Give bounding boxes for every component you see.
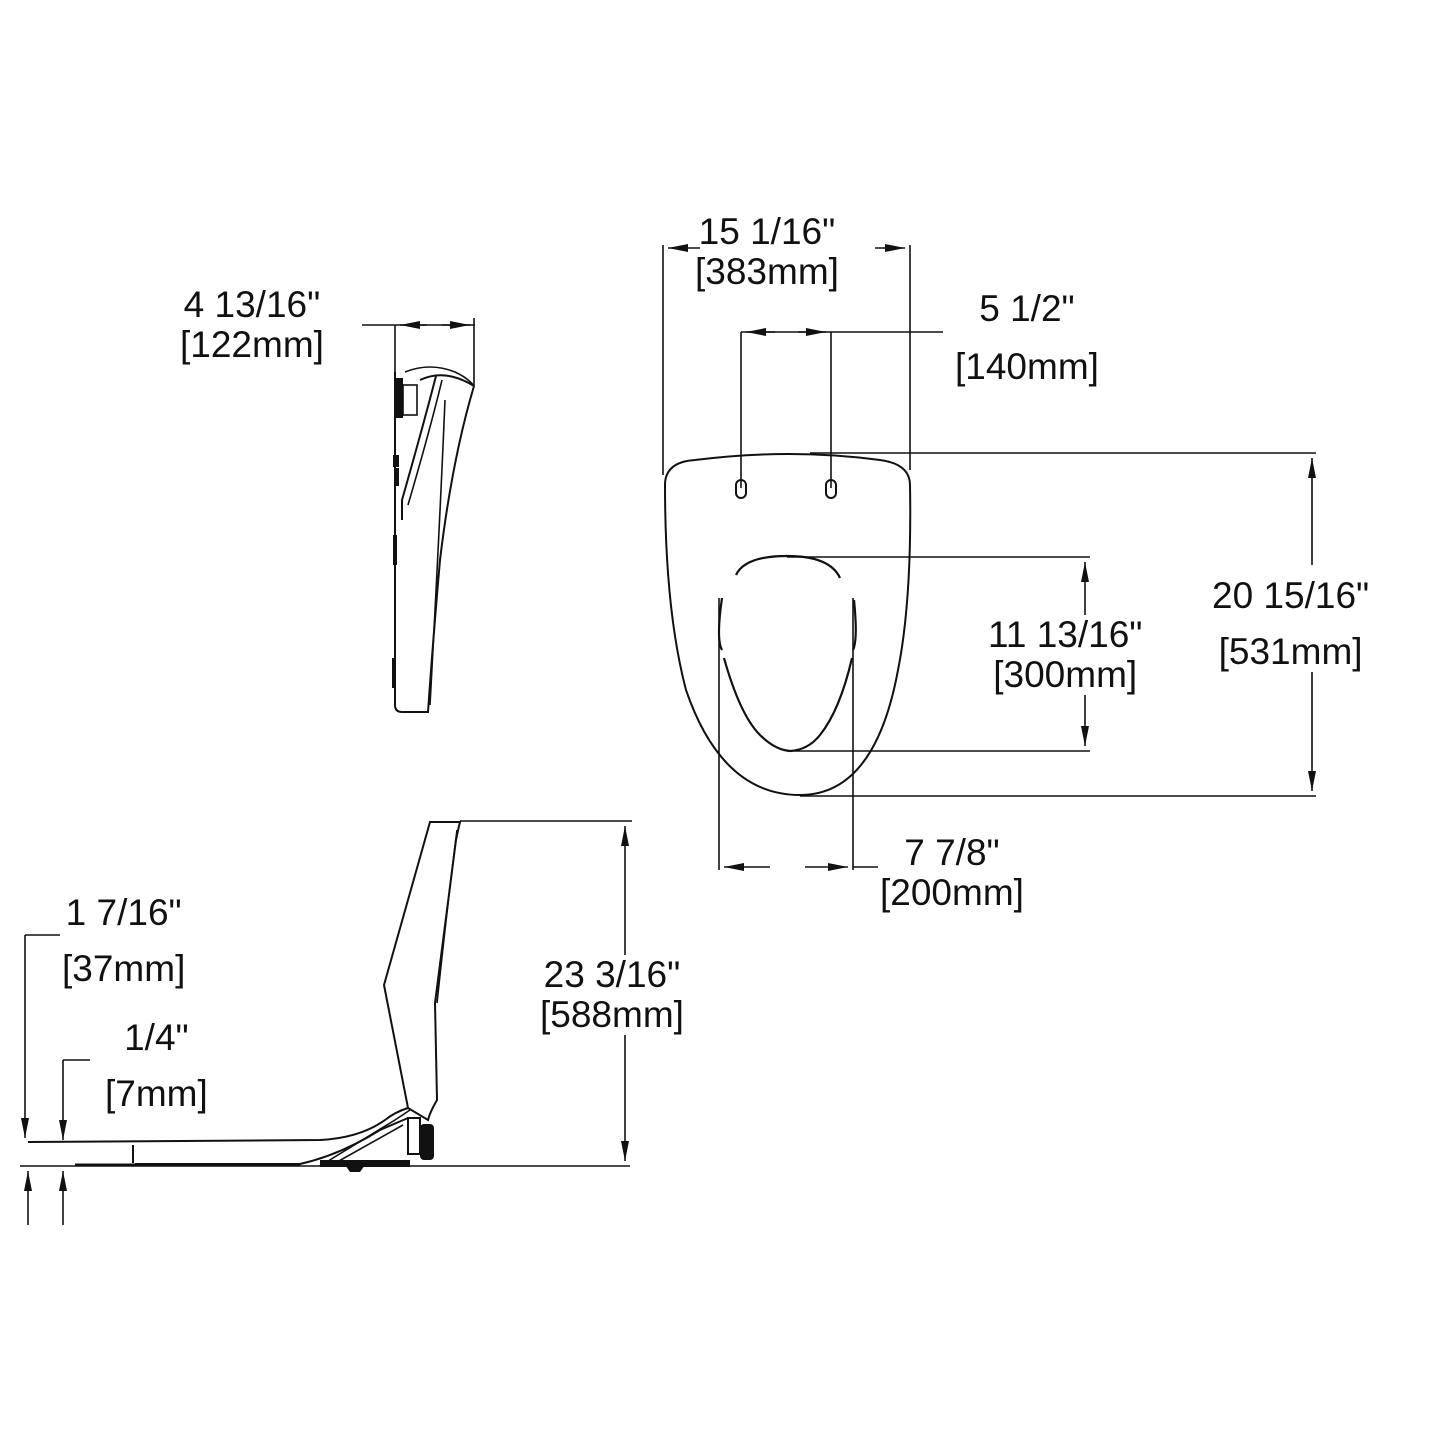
lid-open-height-imperial: 23 3/16" (543, 954, 681, 995)
bumper-height-label: 1/4" [7mm] (105, 1010, 208, 1122)
opening-width-label: 7 7/8" [200mm] (880, 833, 1024, 913)
overall-length-label: 20 15/16" [531mm] (1212, 568, 1369, 680)
seat-height-imperial: 1 7/16" (65, 892, 182, 933)
opening-width-metric: [200mm] (880, 872, 1024, 913)
mount-hole-spacing-metric: [140mm] (955, 346, 1099, 387)
bumper-height-imperial: 1/4" (124, 1017, 189, 1058)
seat-height-metric: [37mm] (62, 948, 186, 989)
side-depth-imperial: 4 13/16" (183, 284, 321, 325)
opening-width-imperial: 7 7/8" (904, 832, 1000, 873)
side-depth-label: 4 13/16" [122mm] (180, 285, 324, 365)
side-view-closed (362, 318, 475, 713)
overall-width-label: 15 1/16" [383mm] (695, 212, 839, 292)
overall-width-imperial: 15 1/16" (698, 211, 836, 252)
opening-length-metric: [300mm] (993, 654, 1138, 695)
side-depth-metric: [122mm] (180, 324, 324, 365)
bumper-height-metric: [7mm] (105, 1073, 208, 1114)
opening-length-label: 11 13/16" [300mm] (988, 615, 1142, 695)
top-view (662, 244, 1316, 871)
lid-open-height-metric: [588mm] (540, 994, 684, 1035)
lid-open-height-label: 23 3/16" [588mm] (540, 955, 684, 1035)
mount-hole-spacing-imperial: 5 1/2" (979, 288, 1075, 329)
opening-length-imperial: 11 13/16" (988, 614, 1143, 655)
seat-height-label: 1 7/16" [37mm] (62, 885, 185, 997)
overall-width-metric: [383mm] (695, 251, 839, 292)
overall-length-imperial: 20 15/16" (1212, 575, 1370, 616)
mount-hole-spacing-label: 5 1/2" [140mm] (955, 280, 1099, 396)
side-view-open (20, 820, 632, 1225)
overall-length-metric: [531mm] (1218, 631, 1363, 672)
